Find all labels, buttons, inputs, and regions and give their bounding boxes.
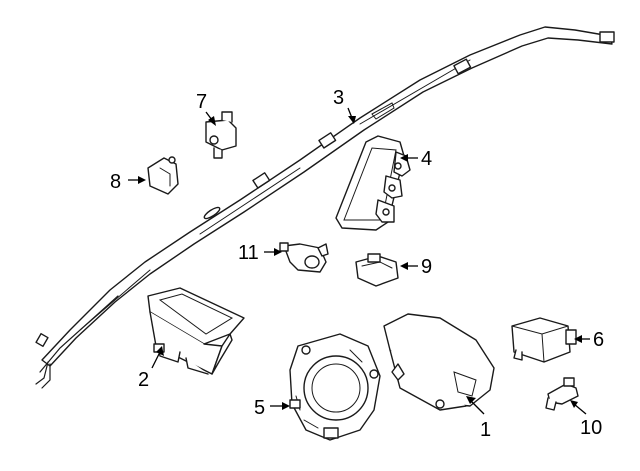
callout-4: 4 (421, 148, 432, 170)
callout-10: 10 (580, 417, 602, 439)
leader-lines (128, 107, 590, 415)
part-9-sensor (355, 253, 399, 287)
part-1-driver-airbag (383, 313, 495, 411)
callout-6: 6 (593, 329, 604, 351)
part-4-knee-airbag (335, 135, 411, 231)
part-6-control-module (511, 317, 577, 363)
callout-11: 11 (238, 242, 259, 264)
callout-1: 1 (480, 419, 491, 441)
callout-3: 3 (333, 87, 344, 109)
callout-2: 2 (138, 369, 149, 391)
part-11-sensor (279, 242, 329, 273)
part-7-sensor (205, 111, 237, 159)
part-5-clockspring (289, 333, 381, 441)
part-2-passenger-airbag (147, 287, 245, 375)
callout-labels: 1 2 3 4 5 6 7 8 9 10 11 (110, 87, 604, 441)
callout-7: 7 (196, 91, 207, 113)
callout-9: 9 (421, 256, 432, 278)
part-3-curtain-airbag (35, 26, 615, 389)
callout-8: 8 (110, 171, 121, 193)
part-8-sensor (147, 156, 179, 195)
callout-5: 5 (254, 397, 265, 419)
part-10-sensor (545, 377, 579, 411)
